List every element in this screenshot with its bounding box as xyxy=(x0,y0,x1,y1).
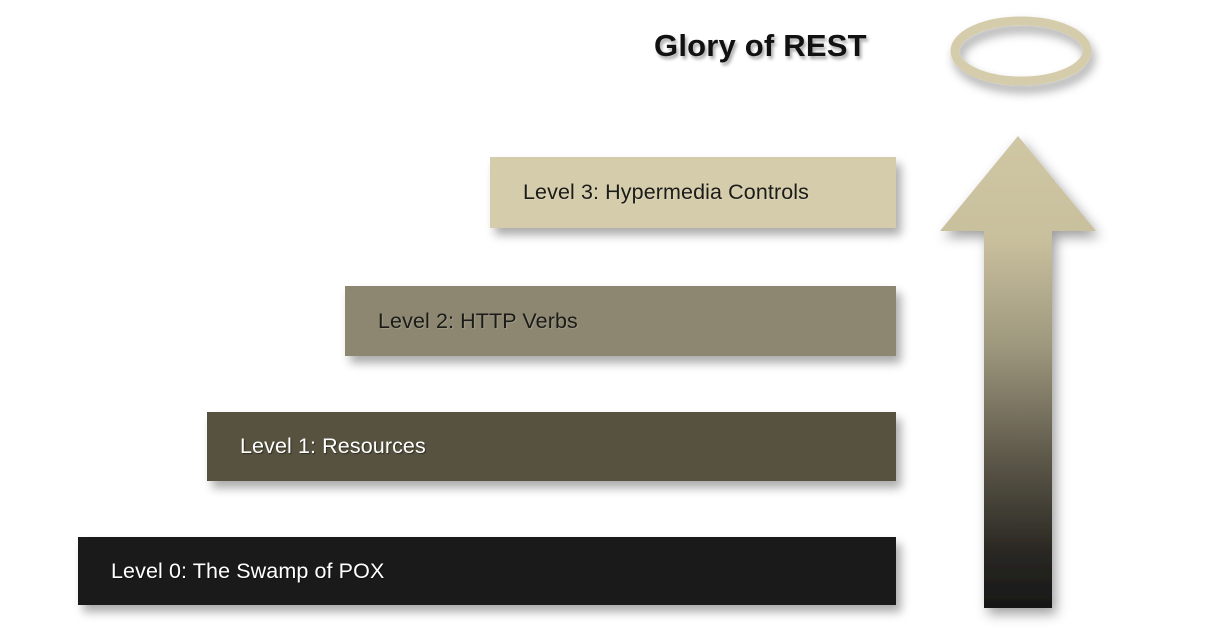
level-bar-label: Level 1: Resources xyxy=(240,434,426,458)
level-bar-level-1[interactable]: Level 1: Resources xyxy=(207,412,896,481)
up-arrow-icon xyxy=(936,130,1102,616)
level-bar-level-0[interactable]: Level 0: The Swamp of POX xyxy=(78,537,896,605)
level-bar-level-3[interactable]: Level 3: Hypermedia Controls xyxy=(490,157,896,228)
halo-ring-icon xyxy=(950,16,1092,88)
level-bar-label: Level 3: Hypermedia Controls xyxy=(523,180,810,204)
level-bar-label: Level 2: HTTP Verbs xyxy=(378,308,578,333)
level-bar-level-2[interactable]: Level 2: HTTP Verbs xyxy=(345,286,896,356)
level-bar-label: Level 0: The Swamp of POX xyxy=(111,558,385,583)
page-title: Glory of REST xyxy=(654,28,867,63)
